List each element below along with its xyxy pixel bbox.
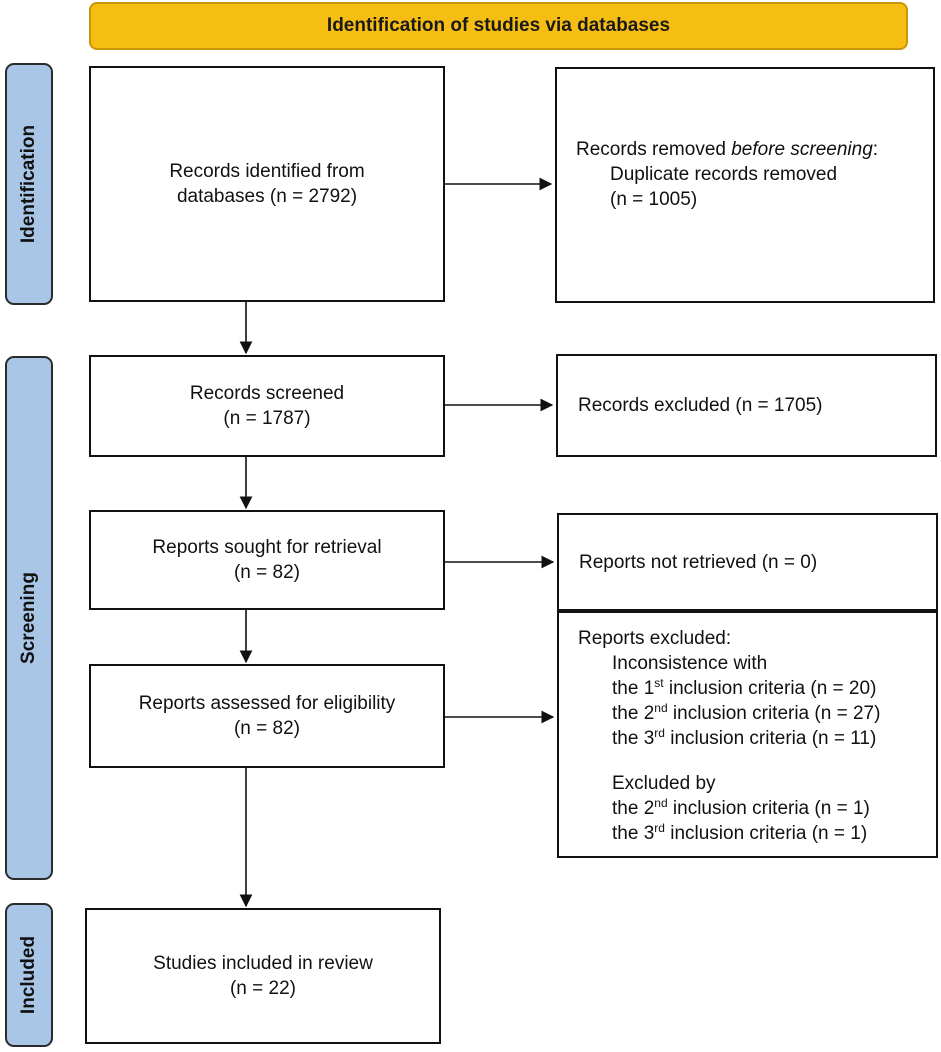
records-removed-title: Records removed before screening: (576, 139, 879, 160)
phase-screening: Screening (5, 356, 53, 880)
studies-included-line1: Studies included in review (153, 953, 373, 974)
criteria-2-line: the 2nd inclusion criteria (n = 27) (612, 701, 881, 724)
records-removed-box: Records removed before screening: Duplic… (555, 67, 935, 303)
records-screened-line1: Records screened (189, 383, 345, 404)
reports-not-retrieved-box: Reports not retrieved (n = 0) (557, 513, 938, 611)
criteria-3-line: the 3rd inclusion criteria (n = 11) (612, 726, 877, 749)
records-excluded-box: Records excluded (n = 1705) (556, 354, 937, 457)
reports-excluded-box: Reports excluded: Inconsistence with the… (557, 611, 938, 858)
excluded-by-3-line: the 3rd inclusion criteria (n = 1) (612, 821, 868, 844)
excluded-by-2-line: the 2nd inclusion criteria (n = 1) (612, 796, 870, 819)
reports-assessed-line1: Reports assessed for eligibility (138, 693, 396, 714)
header-banner: Identification of studies via databases (89, 2, 908, 50)
reports-not-retrieved-text: Reports not retrieved (n = 0) (579, 551, 818, 573)
reports-excluded-title: Reports excluded: (578, 628, 732, 649)
studies-included-line2: (n = 22) (229, 978, 296, 999)
records-identified-box: Records identified from databases (n = 2… (89, 66, 445, 302)
reports-assessed-line2: (n = 82) (233, 718, 300, 739)
reports-excluded-by: Excluded by (612, 773, 716, 794)
records-screened-box: Records screened (n = 1787) (89, 355, 445, 457)
records-removed-line2: Duplicate records removed (610, 164, 838, 185)
reports-sought-line2: (n = 82) (233, 562, 300, 583)
reports-sought-line1: Reports sought for retrieval (152, 537, 382, 558)
phase-included: Included (5, 903, 53, 1047)
records-identified-line2: databases (n = 2792) (176, 186, 358, 207)
phase-identification: Identification (5, 63, 53, 305)
records-removed-line3: (n = 1005) (610, 189, 698, 210)
studies-included-box: Studies included in review (n = 22) (85, 908, 441, 1044)
reports-sought-box: Reports sought for retrieval (n = 82) (89, 510, 445, 610)
header-title: Identification of studies via databases (326, 15, 671, 36)
reports-assessed-box: Reports assessed for eligibility (n = 82… (89, 664, 445, 768)
records-excluded-text: Records excluded (n = 1705) (578, 395, 823, 416)
records-screened-line2: (n = 1787) (223, 408, 311, 429)
records-identified-line1: Records identified from (169, 161, 365, 182)
criteria-1-line: the 1st inclusion criteria (n = 20) (612, 676, 877, 699)
reports-excluded-inconsistence: Inconsistence with (612, 653, 768, 674)
